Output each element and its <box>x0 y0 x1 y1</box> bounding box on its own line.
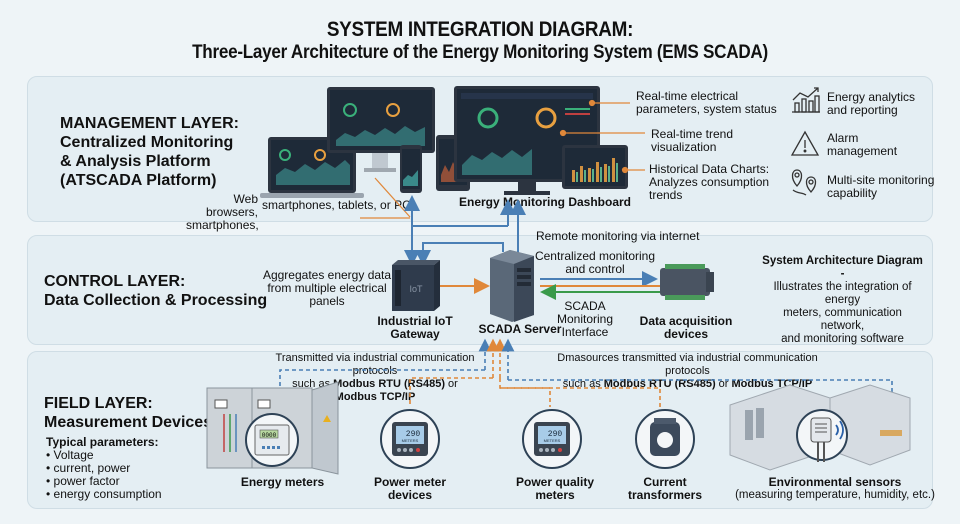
remote-monitoring-text: Remote monitoring via internet <box>536 229 700 243</box>
feature-alarm-management: Alarm management <box>827 132 897 158</box>
label-line: Gateway <box>390 327 440 341</box>
param-item: • power factor <box>46 474 120 488</box>
power-meter-label: Power meter devices <box>360 476 460 502</box>
aggregate-line: Aggregates energy data <box>262 268 392 282</box>
field-layer-subtitle: Measurement Devices <box>44 414 213 431</box>
text-line: and control <box>565 262 625 276</box>
control-layer-subtitle: Data Collection & Processing <box>44 292 268 309</box>
field-layer-heading: FIELD LAYER: Measurement Devices <box>44 394 212 432</box>
architecture-description: System Architecture Diagram - Illustrate… <box>760 255 925 346</box>
feature-line: Energy analytics <box>827 90 916 104</box>
management-layer-title: MANAGEMENT LAYER: <box>60 115 239 132</box>
label-line: meters <box>535 488 575 502</box>
text-line: SCADA Monitoring <box>556 299 614 326</box>
param-item: • energy consumption <box>46 487 162 501</box>
field-layer-title: FIELD LAYER: <box>44 395 153 412</box>
iot-gateway-label: Industrial IoT Gateway <box>370 315 460 341</box>
label-line: Environmental sensors <box>768 475 902 489</box>
callout-trend-visualization: Real-time trend visualization <box>651 128 733 154</box>
label-line: Power quality <box>515 475 595 489</box>
scada-interface-text: SCADA Monitoring Interface <box>535 300 635 339</box>
param-item: • current, power <box>46 461 131 475</box>
param-item: • Voltage <box>46 448 94 462</box>
management-subtitle-line: & Analysis Platform <box>60 153 211 170</box>
text-line: Interface <box>561 325 609 339</box>
scada-server-label: SCADA Server <box>478 322 562 336</box>
aggregate-line: panels <box>309 294 345 308</box>
feature-line: Alarm <box>827 131 859 145</box>
diagram-title: SYSTEM INTEGRATION DIAGRAM: <box>326 18 634 41</box>
access-text-line: Web browsers, <box>205 192 258 219</box>
daq-label: Data acquisition devices <box>636 315 736 341</box>
callout-line: Real-time electrical <box>636 89 739 103</box>
callout-historical-charts: Historical Data Charts: Analyzes consump… <box>649 163 769 202</box>
management-layer-heading: MANAGEMENT LAYER: Centralized Monitoring… <box>60 114 239 190</box>
callout-line: visualization <box>651 140 717 154</box>
energy-meters-label: Energy meters <box>240 475 325 489</box>
feature-line: Multi-site monitoring <box>827 173 935 187</box>
callout-line: Historical Data Charts: <box>649 162 770 176</box>
feature-line: management <box>827 144 898 158</box>
access-text: Web browsers, smartphones, <box>186 192 259 232</box>
callout-line: parameters, system status <box>636 102 777 116</box>
feature-multi-site: Multi-site monitoring capability <box>827 174 934 200</box>
current-transformers-label: Current transformers <box>615 476 715 502</box>
protocol-line: such as Modbus RTU (RS485) or Modbus TCP… <box>292 378 458 403</box>
feature-line: capability <box>827 186 878 200</box>
protocol-text-left: Transmitted via industrial communication… <box>270 352 480 404</box>
architecture-line: and monitoring software <box>781 333 904 345</box>
dashboard-label: Energy Monitoring Dashboard <box>458 195 631 209</box>
power-quality-label: Power quality meters <box>505 476 605 502</box>
label-line: transformers <box>627 488 703 502</box>
protocol-line: Transmitted via industrial communication… <box>275 352 475 377</box>
access-devices-text: smartphones, tablets, or PCs <box>262 198 417 212</box>
label-line: devices <box>663 327 709 341</box>
text-line: Centralized monitoring <box>534 249 656 263</box>
label-line: (measuring temperature, humidity, etc.) <box>735 489 935 501</box>
protocol-line: such as Modbus RTU (RS485) or Modbus TCP… <box>562 378 813 390</box>
architecture-line: Illustrates the integration of energy <box>773 281 912 306</box>
aggregate-text: Aggregates energy data from multiple ele… <box>262 269 392 308</box>
callout-realtime-parameters: Real-time electrical parameters, system … <box>636 90 777 116</box>
aggregate-line: from multiple electrical <box>267 281 387 295</box>
callout-line: Real-time trend <box>651 127 734 141</box>
environmental-sensors-label: Environmental sensors (measuring tempera… <box>730 476 940 502</box>
label-line: Power meter <box>373 475 447 489</box>
diagram-subtitle: Three-Layer Architecture of the Energy M… <box>192 42 768 63</box>
centralized-monitoring-text: Centralized monitoring and control <box>530 250 660 276</box>
protocol-text-right: Dmasources transmitted via industrial co… <box>545 352 830 391</box>
access-text-line: smartphones, <box>186 218 259 232</box>
control-layer-title: CONTROL LAYER: <box>44 273 186 290</box>
management-subtitle-line: Centralized Monitoring <box>60 134 234 151</box>
architecture-title: System Architecture Diagram - <box>762 255 923 280</box>
label-line: Industrial IoT <box>377 314 453 328</box>
feature-line: and reporting <box>827 103 898 117</box>
management-subtitle-line: (ATSCADA Platform) <box>60 172 217 189</box>
typical-parameters: Typical parameters: • Voltage • current,… <box>46 436 162 501</box>
control-layer-heading: CONTROL LAYER: Data Collection & Process… <box>44 272 267 310</box>
label-line: Current <box>643 475 687 489</box>
callout-line: Analyzes consumption <box>649 175 770 189</box>
label-line: Data acquisition <box>639 314 733 328</box>
protocol-line: Dmasources transmitted via industrial co… <box>557 352 818 377</box>
callout-line: trends <box>649 188 683 202</box>
feature-energy-analytics: Energy analytics and reporting <box>827 91 915 117</box>
label-line: devices <box>387 488 433 502</box>
architecture-line: meters, communication network, <box>783 307 902 332</box>
params-title: Typical parameters: <box>46 435 159 449</box>
